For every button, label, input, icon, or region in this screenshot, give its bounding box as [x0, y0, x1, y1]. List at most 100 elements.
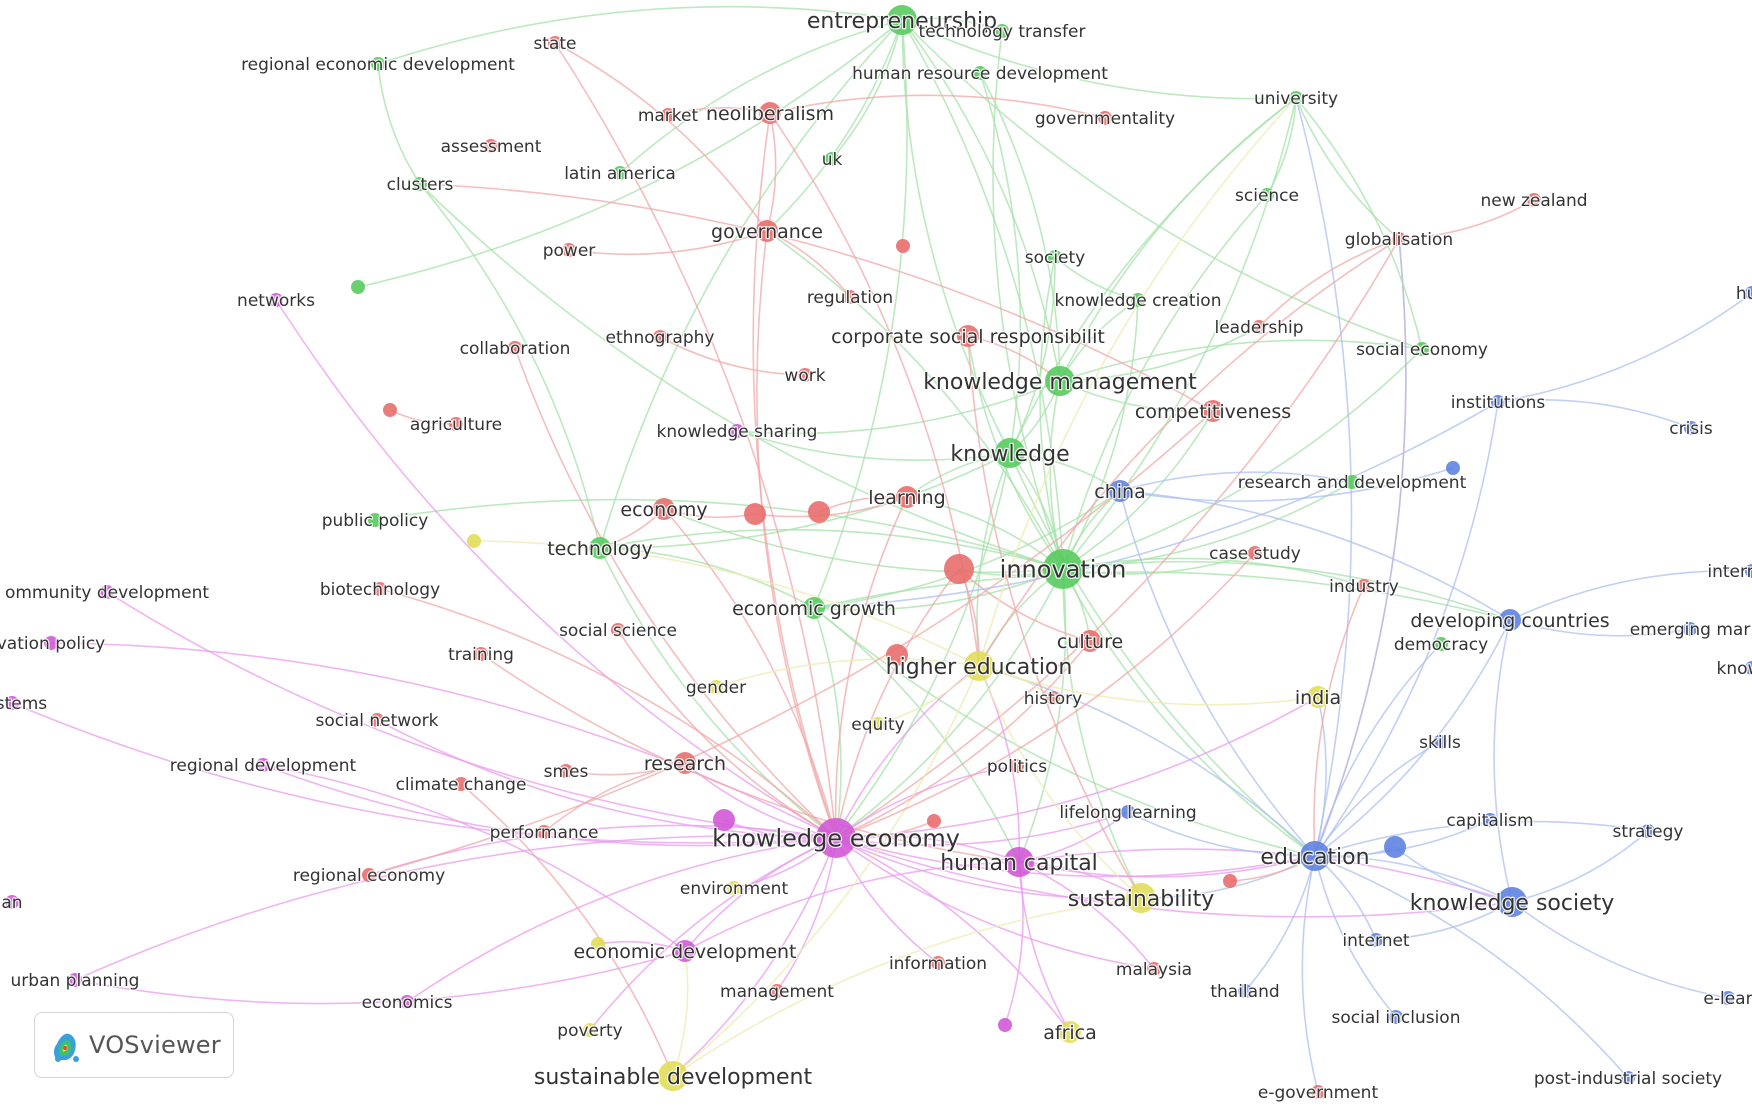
node-state[interactable]	[548, 36, 562, 50]
label-skills[interactable]: skills	[1418, 732, 1462, 755]
label-strategy[interactable]: strategy	[1611, 821, 1684, 844]
node-higher-education[interactable]	[964, 651, 994, 681]
label-economy[interactable]: economy	[619, 498, 709, 523]
label-work[interactable]: work	[783, 365, 827, 388]
node-governance[interactable]	[756, 220, 778, 242]
label-science[interactable]: science	[1234, 185, 1300, 208]
node-skills[interactable]	[1433, 735, 1447, 749]
label-e-learning[interactable]: e-lear	[1702, 988, 1752, 1011]
node-hun[interactable]	[1745, 286, 1752, 300]
node-capitalism[interactable]	[1483, 813, 1497, 827]
node-technology[interactable]	[589, 537, 611, 559]
label-biotechnology[interactable]: biotechnology	[319, 579, 442, 602]
node-africa[interactable]	[1059, 1021, 1081, 1043]
node-poverty[interactable]	[583, 1023, 597, 1037]
label-governance[interactable]: governance	[710, 220, 824, 245]
node-emerging-markets[interactable]	[1683, 622, 1697, 636]
node-post-industrial-society[interactable]	[1621, 1071, 1635, 1085]
label-sustainability[interactable]: sustainability	[1067, 886, 1216, 914]
node-research[interactable]	[674, 752, 696, 774]
node-training[interactable]	[474, 647, 488, 661]
node-education[interactable]	[1300, 841, 1330, 871]
label-ethnography[interactable]: ethnography	[604, 327, 715, 350]
label-innovation-policy[interactable]: vation policy	[0, 633, 107, 656]
node-sustainable-development[interactable]	[658, 1061, 688, 1091]
node-human-capital[interactable]	[1004, 847, 1034, 877]
label-management[interactable]: management	[719, 981, 836, 1004]
node-neoliberalism[interactable]	[759, 102, 781, 124]
label-an[interactable]: an	[0, 892, 24, 915]
label-social-economy[interactable]: social economy	[1355, 339, 1489, 362]
label-lifelong-learning[interactable]: lifelong learning	[1058, 802, 1198, 825]
node-competitiveness[interactable]	[1202, 400, 1224, 422]
label-market[interactable]: market	[637, 105, 700, 128]
label-developing-countries[interactable]: developing countries	[1409, 609, 1611, 634]
node-u-purple-1[interactable]	[713, 809, 735, 831]
label-governmentality[interactable]: governmentality	[1034, 108, 1177, 130]
node-politics[interactable]	[1010, 759, 1024, 773]
node-market[interactable]	[661, 108, 675, 122]
node-u-green-1[interactable]	[351, 280, 365, 294]
label-urban-planning[interactable]: urban planning	[9, 970, 140, 993]
label-history[interactable]: history	[1023, 688, 1084, 711]
node-urban-planning[interactable]	[68, 973, 82, 987]
label-knowledge-society[interactable]: knowledge society	[1408, 890, 1615, 918]
label-regional-development[interactable]: regional development	[169, 755, 358, 778]
node-regulation[interactable]	[843, 290, 857, 304]
label-social-science[interactable]: social science	[558, 620, 678, 643]
node-regional-economy[interactable]	[362, 868, 376, 882]
node-lifelong-learning[interactable]	[1121, 805, 1135, 819]
node-knowledge-creation[interactable]	[1131, 293, 1145, 307]
label-networks[interactable]: networks	[236, 290, 317, 313]
label-capitalism[interactable]: capitalism	[1445, 810, 1535, 833]
node-developing-countries[interactable]	[1499, 609, 1521, 631]
node-climate-change[interactable]	[454, 777, 468, 791]
node-democracy[interactable]	[1434, 637, 1448, 651]
node-u-purple-2[interactable]	[998, 1018, 1012, 1032]
node-sustainability[interactable]	[1126, 883, 1156, 913]
node-knowledge-edge[interactable]	[1745, 661, 1752, 675]
label-poverty[interactable]: poverty	[556, 1020, 624, 1043]
label-knowledge-edge[interactable]: knowled	[1715, 658, 1752, 681]
label-post-industrial-society[interactable]: post-industrial society	[1533, 1068, 1724, 1091]
label-performance[interactable]: performance	[488, 822, 599, 845]
label-community-development[interactable]: ommunity development	[4, 582, 211, 605]
node-institutions[interactable]	[1491, 395, 1505, 409]
label-industry[interactable]: industry	[1328, 576, 1400, 599]
label-entrepreneurship[interactable]: entrepreneurship	[806, 8, 999, 35]
node-research-and-development[interactable]	[1345, 475, 1359, 489]
node-culture[interactable]	[1079, 630, 1101, 652]
label-smes[interactable]: smes	[542, 761, 589, 784]
label-environment[interactable]: environment	[679, 878, 790, 901]
node-u-red-5[interactable]	[944, 554, 974, 584]
label-systems[interactable]: systems	[0, 693, 49, 716]
node-u-yellow-1[interactable]	[467, 534, 481, 548]
label-gender[interactable]: gender	[685, 677, 748, 700]
node-knowledge-management[interactable]	[1045, 366, 1075, 396]
label-education[interactable]: education	[1259, 844, 1371, 872]
label-africa[interactable]: africa	[1042, 1021, 1098, 1046]
node-u-red-2[interactable]	[383, 403, 397, 417]
node-u-yellow-2[interactable]	[591, 937, 605, 951]
label-latin-america[interactable]: latin america	[563, 163, 677, 186]
node-learning[interactable]	[896, 486, 918, 508]
label-regulation[interactable]: regulation	[806, 287, 895, 310]
node-management[interactable]	[770, 984, 784, 998]
label-information[interactable]: information	[888, 953, 989, 976]
label-climate-change[interactable]: climate change	[394, 774, 527, 797]
node-international[interactable]	[1745, 564, 1752, 578]
node-information[interactable]	[931, 956, 945, 970]
label-learning[interactable]: learning	[867, 486, 947, 511]
node-community-development[interactable]	[100, 585, 114, 599]
node-public-policy[interactable]	[368, 513, 382, 527]
node-history[interactable]	[1046, 691, 1060, 705]
label-society[interactable]: society	[1023, 247, 1086, 270]
node-networks[interactable]	[269, 293, 283, 307]
label-equity[interactable]: equity	[850, 714, 906, 737]
node-strategy[interactable]	[1641, 824, 1655, 838]
node-globalisation[interactable]	[1392, 232, 1406, 246]
label-technology-transfer[interactable]: technology transfer	[917, 21, 1086, 44]
label-thailand[interactable]: thailand	[1209, 981, 1281, 1004]
node-human-resource-development[interactable]	[973, 66, 987, 80]
node-u-red-4[interactable]	[808, 501, 830, 523]
